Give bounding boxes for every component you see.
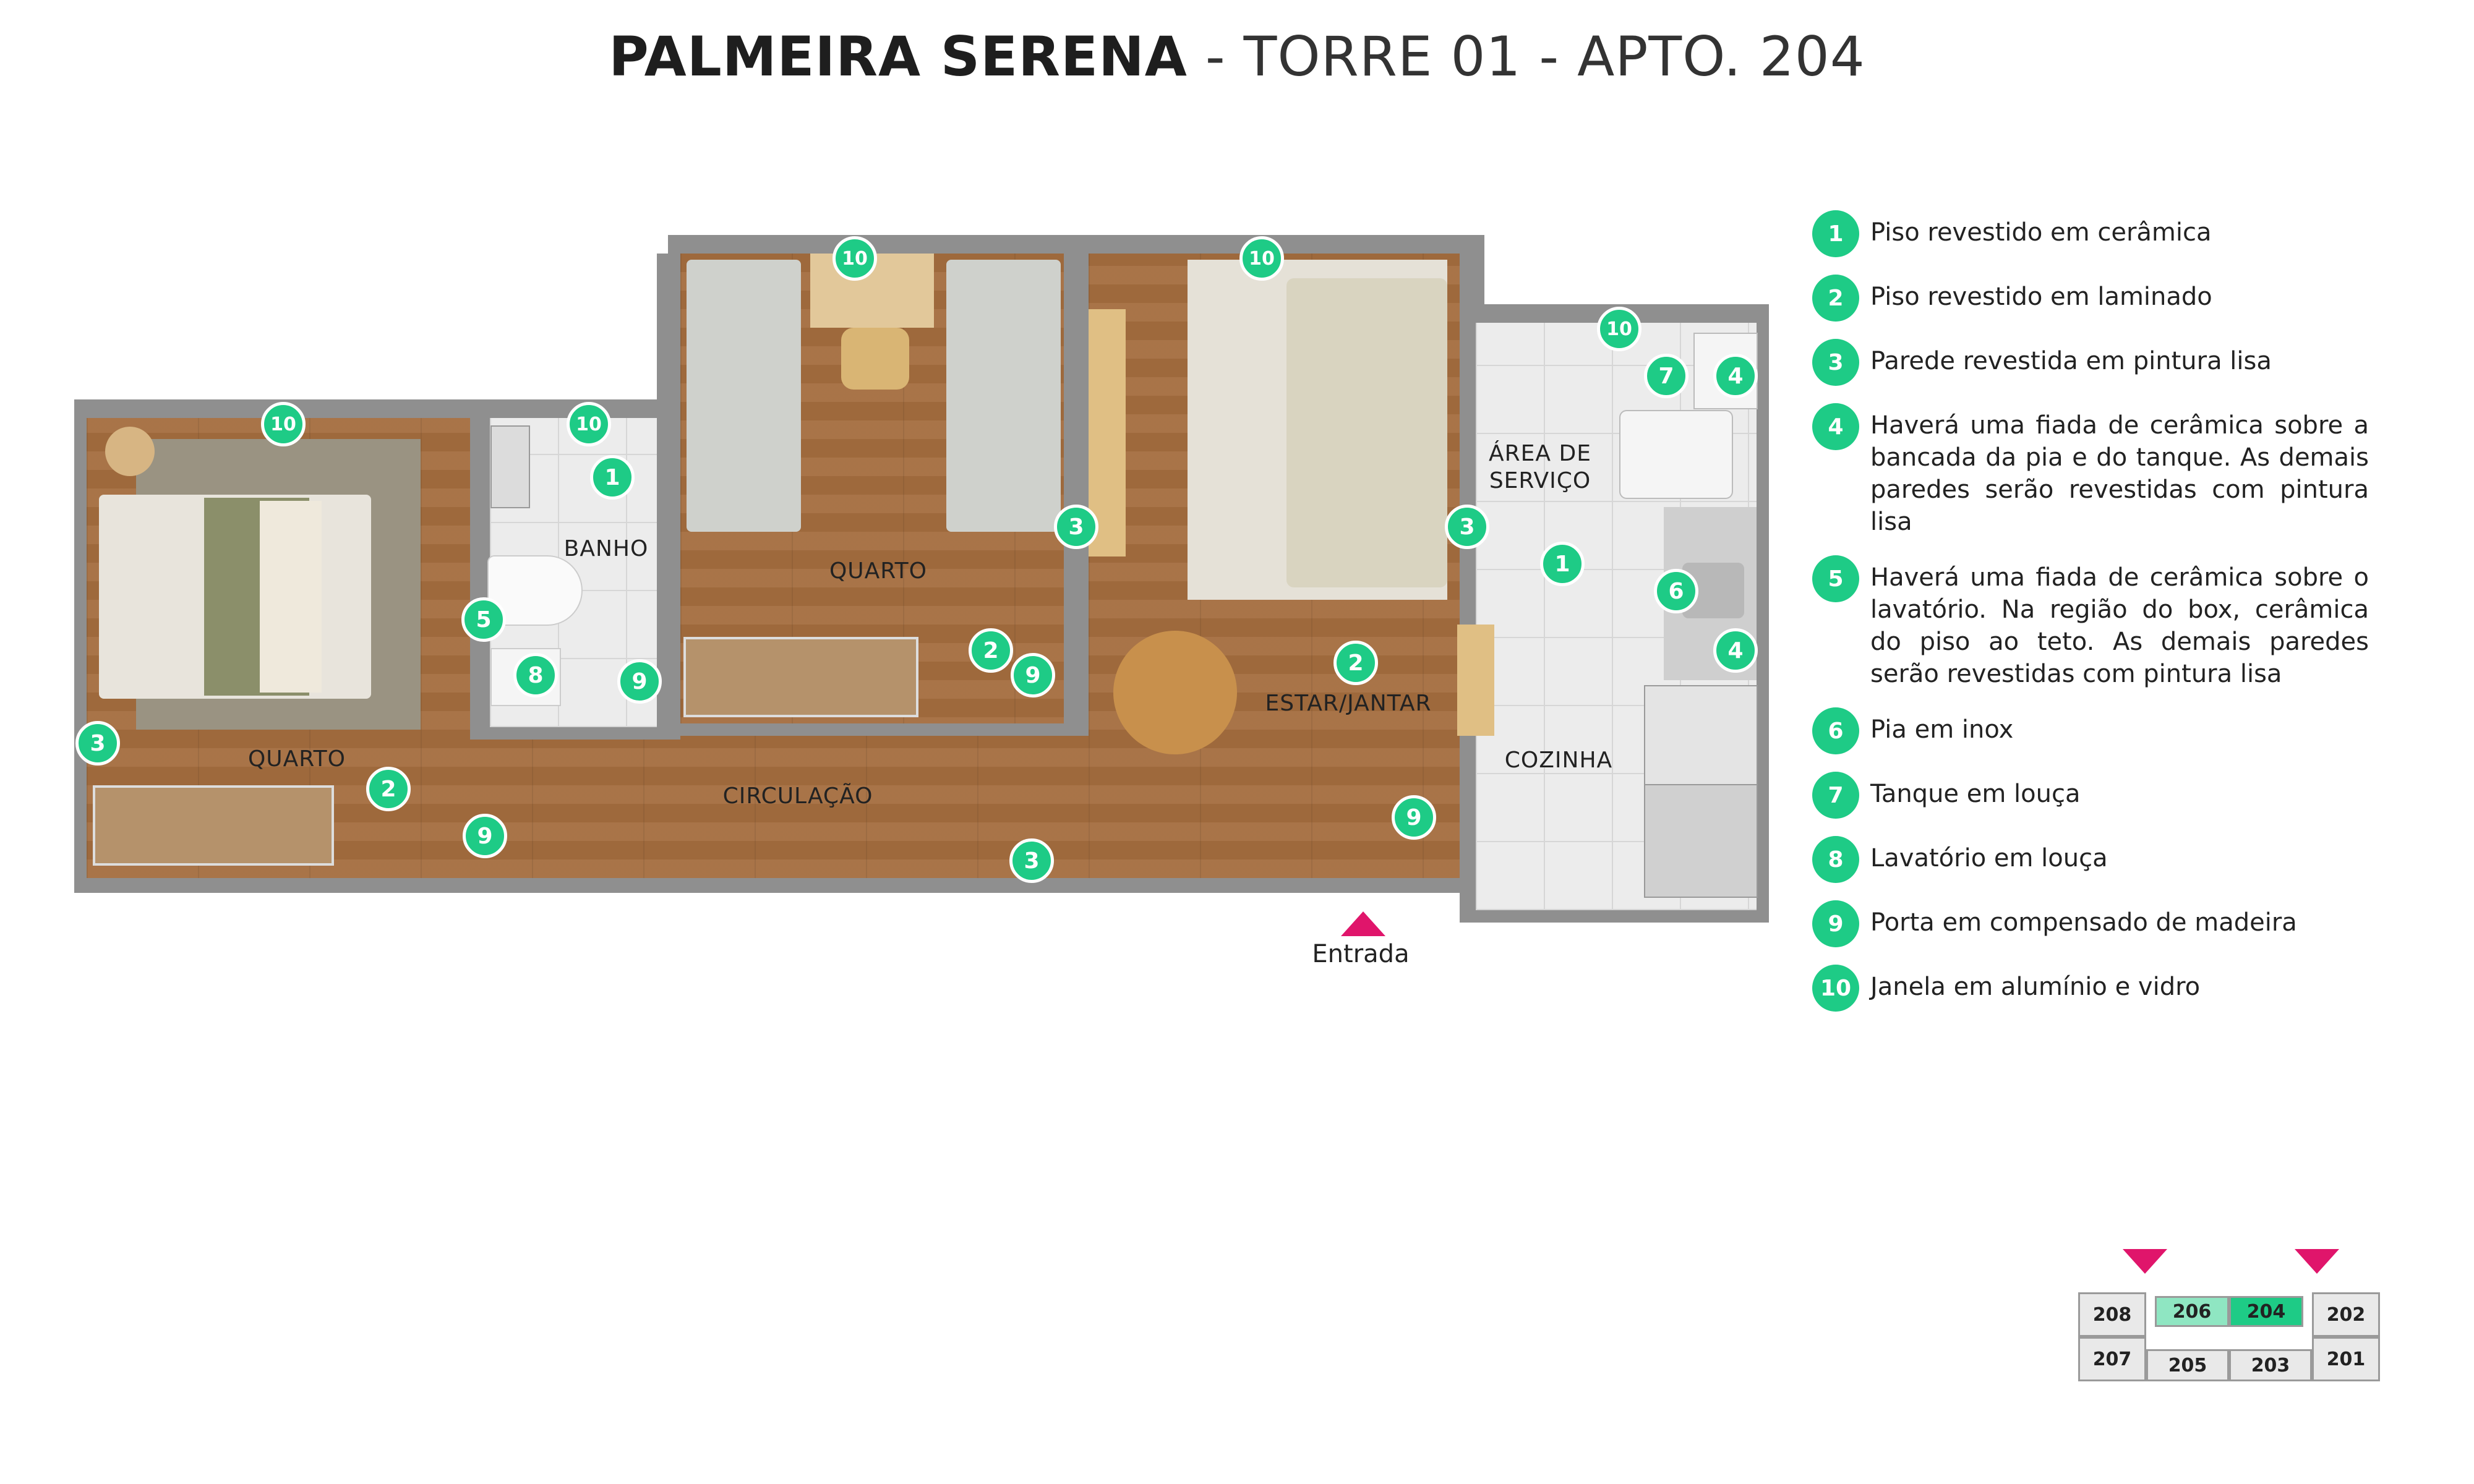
legend-badge: 8: [1812, 836, 1859, 883]
entrance-label: Entrada: [1312, 940, 1410, 968]
marker-3: 3: [1445, 505, 1489, 549]
legend-text: Lavatório em louça: [1870, 844, 2108, 872]
shower-box: [492, 427, 529, 507]
marker-3: 3: [1054, 505, 1098, 549]
wall-banho-quarto: [657, 254, 680, 740]
room-label-quarto-left: QUARTO: [247, 746, 346, 772]
wall-quarto-center-bottom: [680, 723, 1064, 736]
legend-item: 10 Janela em alumínio e vidro: [1812, 965, 2369, 1012]
legend-badge: 9: [1812, 900, 1859, 947]
unit-201: 201: [2312, 1337, 2380, 1381]
marker-1: 1: [1540, 542, 1585, 586]
marker-3: 3: [75, 721, 120, 765]
bed-single-right: [946, 260, 1061, 532]
unit-203: 203: [2229, 1349, 2312, 1381]
unit-202: 202: [2312, 1292, 2380, 1337]
sofa: [1286, 278, 1447, 587]
key-plan: 208 206 204 202 207 205 203 201: [2078, 1249, 2387, 1385]
entrance-arrow-icon: [1341, 911, 1385, 936]
wardrobe-center: [683, 637, 918, 717]
marker-9: 9: [1392, 795, 1436, 840]
legend-item: 2 Piso revestido em laminado: [1812, 275, 2369, 322]
legend-text: Haverá uma fiada de cerâmica sobre a ban…: [1870, 411, 2369, 536]
legend-item: 6 Pia em inox: [1812, 707, 2369, 754]
legend-badge: 5: [1812, 555, 1859, 602]
wardrobe-left: [93, 785, 334, 866]
stove: [1645, 686, 1757, 785]
legend-item: 3 Parede revestida em pintura lisa: [1812, 339, 2369, 386]
room-label-banho: BANHO: [563, 536, 649, 561]
side-table: [105, 427, 155, 476]
fridge: [1645, 785, 1757, 897]
unit-208: 208: [2078, 1292, 2146, 1337]
legend-text: Piso revestido em cerâmica: [1870, 218, 2212, 247]
room-label-estar: ESTAR/JANTAR: [1265, 691, 1432, 716]
unit-details: - TORRE 01 - APTO. 204: [1205, 25, 1865, 88]
unit-206: 206: [2155, 1296, 2229, 1327]
unit-205: 205: [2146, 1349, 2229, 1381]
marker-1: 1: [590, 455, 635, 500]
marker-10: 10: [567, 402, 611, 446]
legend-text: Parede revestida em pintura lisa: [1870, 347, 2272, 375]
marker-2: 2: [969, 628, 1013, 673]
legend-item: 7 Tanque em louça: [1812, 772, 2369, 819]
room-label-cozinha: COZINHA: [1504, 748, 1613, 773]
legend-text: Haverá uma fiada de cerâmica sobre o lav…: [1870, 563, 2369, 688]
dining-table: [1113, 631, 1237, 754]
marker-6: 6: [1654, 569, 1698, 613]
wall-quarto-banho: [470, 418, 490, 740]
wall-estar-cozinha: [1460, 736, 1476, 921]
marker-9: 9: [463, 814, 507, 858]
marker-9: 9: [617, 659, 662, 704]
washing-machine: [1620, 411, 1732, 498]
marker-7: 7: [1644, 354, 1689, 398]
legend-text: Tanque em louça: [1870, 780, 2081, 808]
wall-banho-bottom: [490, 727, 657, 740]
legend-item: 1 Piso revestido em cerâmica: [1812, 210, 2369, 257]
chair: [841, 328, 909, 390]
marker-3: 3: [1009, 838, 1054, 883]
marker-2: 2: [1333, 641, 1378, 685]
room-label-circulacao: CIRCULAÇÃO: [722, 783, 873, 809]
project-name: PALMEIRA SERENA: [609, 25, 1188, 88]
legend-text: Porta em compensado de madeira: [1870, 908, 2297, 937]
legend-badge: 3: [1812, 339, 1859, 386]
legend-badge: 2: [1812, 275, 1859, 322]
legend-badge: 4: [1812, 403, 1859, 450]
legend-badge: 6: [1812, 707, 1859, 754]
key-plan-arrow-left-icon: [2123, 1249, 2167, 1274]
bedspread-cream: [260, 501, 322, 693]
marker-10: 10: [1239, 236, 1284, 281]
legend: 1 Piso revestido em cerâmica 2 Piso revesti…: [1812, 210, 2369, 1029]
marker-8: 8: [513, 653, 558, 697]
legend-item: 9 Porta em compensado de madeira: [1812, 900, 2369, 947]
marker-5: 5: [461, 597, 506, 642]
legend-badge: 1: [1812, 210, 1859, 257]
marker-9: 9: [1011, 653, 1055, 697]
marker-10: 10: [261, 402, 306, 446]
legend-badge: 10: [1812, 965, 1859, 1012]
bed-single-left: [687, 260, 801, 532]
marker-10: 10: [833, 236, 877, 281]
legend-text: Janela em alumínio e vidro: [1870, 973, 2201, 1001]
unit-207: 207: [2078, 1337, 2146, 1381]
marker-4: 4: [1713, 628, 1758, 673]
legend-item: 8 Lavatório em louça: [1812, 836, 2369, 883]
unit-204: 204: [2229, 1296, 2303, 1327]
marker-2: 2: [366, 767, 411, 811]
wall-quarto-estar: [1064, 254, 1089, 736]
room-label-area-servico: ÁREA DE SERVIÇO: [1489, 441, 1591, 493]
page-title: PALMEIRA SERENA - TORRE 01 - APTO. 204: [0, 25, 2474, 88]
key-plan-arrow-right-icon: [2295, 1249, 2339, 1274]
legend-text: Piso revestido em laminado: [1870, 283, 2212, 311]
legend-text: Pia em inox: [1870, 715, 2014, 744]
counter: [1457, 625, 1494, 736]
marker-10: 10: [1597, 307, 1641, 351]
legend-badge: 7: [1812, 772, 1859, 819]
marker-4: 4: [1713, 354, 1758, 398]
room-label-quarto-center: QUARTO: [829, 558, 928, 584]
